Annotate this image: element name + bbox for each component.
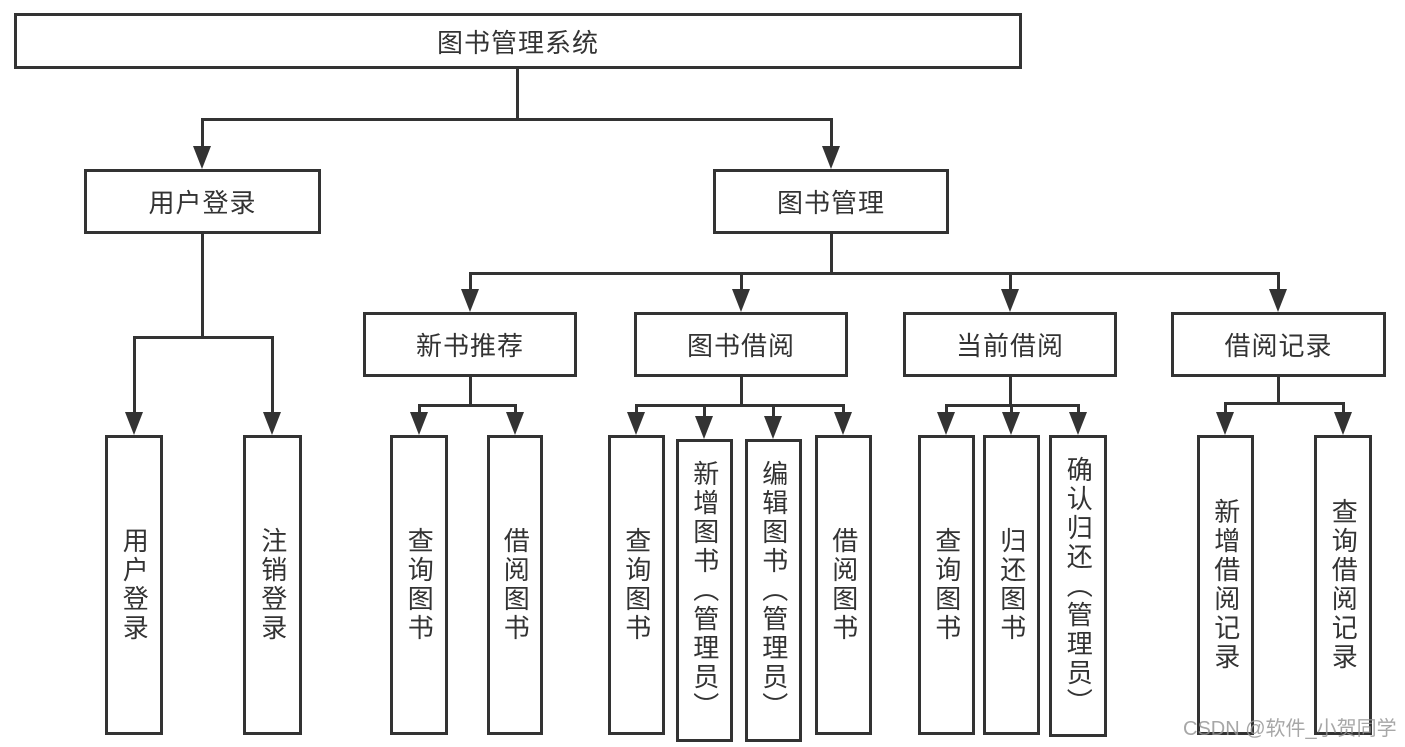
arrowhead-icon [410,412,428,435]
node-new-book-rec: 新书推荐 [363,312,577,377]
arrowhead-icon [1001,289,1019,312]
connector-bookmgmt-hline [469,272,1280,275]
node-user-login-label: 用户登录 [148,188,257,218]
leaf-cb-query-books-label: 查询图书 [931,527,962,643]
node-new-book-rec-label: 新书推荐 [415,331,524,361]
arrowhead-icon [1002,412,1020,435]
leaf-bb-edit-books-label: 编辑图书（管理员） [758,460,789,721]
connector-drop-leaf-user-login [133,336,136,413]
arrowhead-icon [732,289,750,312]
connector-drop [514,404,517,414]
arrowhead-icon [627,412,645,435]
leaf-user-login: 用户登录 [105,435,163,735]
arrowhead-icon [695,416,713,439]
arrowhead-icon [1269,289,1287,312]
connector-sec0-vline [469,377,472,407]
leaf-br-query-record-label: 查询借阅记录 [1328,498,1359,672]
node-borrow-records: 借阅记录 [1171,312,1386,377]
connector-root-vline [516,69,519,121]
leaf-logout-label: 注销登录 [257,527,288,643]
leaf-cb-confirm-return-label: 确认归还（管理员） [1063,455,1094,717]
leaf-bb-add-books-label: 新增图书（管理员） [689,460,720,721]
connector-drop-book-borrow [740,272,743,290]
leaf-bb-add-books: 新增图书（管理员） [676,439,733,742]
arrowhead-icon [1069,412,1087,435]
connector-sec3-vline [1277,377,1280,405]
connector-drop [703,404,706,417]
leaf-br-add-record: 新增借阅记录 [1197,435,1254,735]
connector-drop [1010,404,1013,413]
leaf-nbr-borrow-books: 借阅图书 [487,435,543,735]
node-borrow-records-label: 借阅记录 [1224,331,1333,361]
connector-drop-new-book-rec [469,272,472,290]
leaf-br-add-record-label: 新增借阅记录 [1210,498,1241,672]
connector-drop [1342,402,1345,413]
arrowhead-icon [1216,412,1234,435]
leaf-cb-confirm-return: 确认归还（管理员） [1049,435,1107,737]
leaf-cb-return-books-label: 归还图书 [996,527,1027,643]
arrowhead-icon [764,416,782,439]
connector-drop [1224,402,1227,413]
node-book-borrow-label: 图书借阅 [686,331,795,361]
node-book-mgmt: 图书管理 [713,169,949,234]
node-book-borrow: 图书借阅 [634,312,848,377]
connector-drop-leaf-logout [271,336,274,413]
arrowhead-icon [822,146,840,169]
leaf-br-query-record: 查询借阅记录 [1314,435,1372,735]
leaf-cb-query-books: 查询图书 [918,435,975,735]
arrowhead-icon [125,412,143,435]
leaf-nbr-query-books-label: 查询图书 [404,527,435,643]
connector-drop-book-mgmt [830,118,833,150]
connector-drop [772,404,775,417]
arrowhead-icon [506,412,524,435]
node-current-borrow-label: 当前借阅 [955,331,1064,361]
connector-drop [842,404,845,413]
leaf-user-login-label: 用户登录 [119,527,150,643]
connector-userlogin-vline [201,234,204,338]
arrowhead-icon [263,412,281,435]
arrowhead-icon [1334,412,1352,435]
leaf-bb-query-books: 查询图书 [608,435,665,735]
leaf-bb-edit-books: 编辑图书（管理员） [745,439,802,742]
connector-sec3-hline [1224,402,1344,405]
arrowhead-icon [937,412,955,435]
watermark: CSDN @软件_小贺同学 [1183,718,1397,740]
connector-sec0-hline [418,404,517,407]
node-root: 图书管理系统 [14,13,1022,69]
connector-sec1-hline [635,404,844,407]
arrowhead-icon [834,412,852,435]
leaf-cb-return-books: 归还图书 [983,435,1040,735]
node-book-mgmt-label: 图书管理 [776,188,885,218]
connector-sec1-vline [740,377,743,406]
connector-drop-current-borrow [1009,272,1012,290]
connector-sec2-vline [1009,377,1012,407]
connector-drop-borrow-records [1277,272,1280,290]
connector-root-hline [201,118,833,121]
leaf-logout: 注销登录 [243,435,302,735]
leaf-nbr-query-books: 查询图书 [390,435,448,735]
connector-bookmgmt-vline [830,234,833,274]
arrowhead-icon [461,289,479,312]
leaf-nbr-borrow-books-label: 借阅图书 [500,527,531,643]
node-root-label: 图书管理系统 [436,27,599,58]
connector-drop [1077,404,1080,413]
leaf-bb-query-books-label: 查询图书 [621,527,652,643]
arrowhead-icon [193,146,211,169]
connector-drop [635,404,638,413]
node-current-borrow: 当前借阅 [903,312,1117,377]
connector-drop-user-login [201,118,204,150]
connector-drop [418,404,421,414]
node-user-login: 用户登录 [84,169,321,234]
leaf-bb-borrow-books-label: 借阅图书 [828,527,859,643]
leaf-bb-borrow-books: 借阅图书 [815,435,872,735]
connector-drop [945,404,948,413]
connector-userlogin-hline [133,336,274,339]
